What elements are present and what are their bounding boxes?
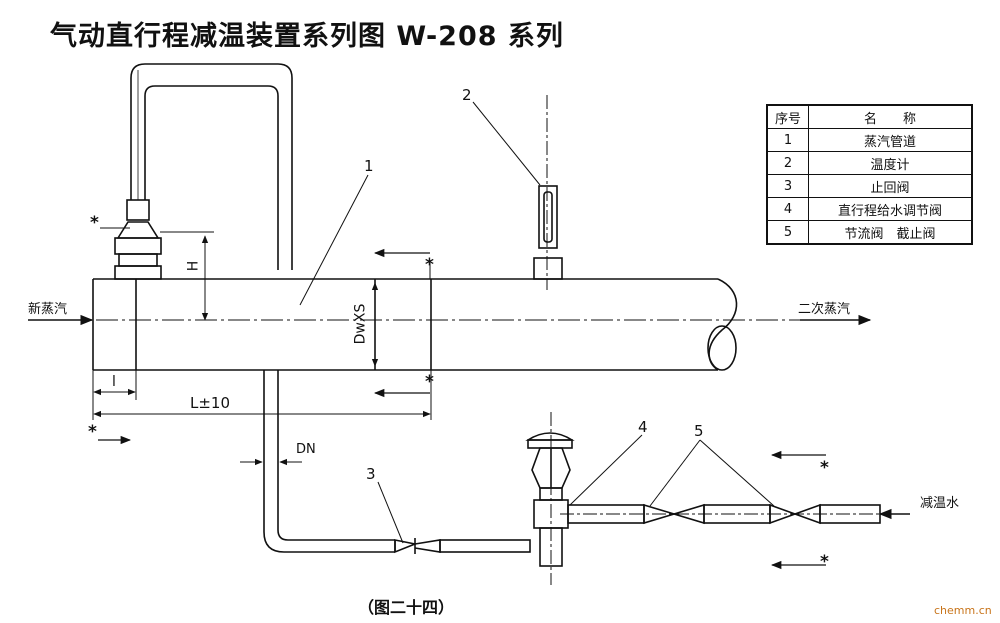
legend-name: 止回阀 (808, 174, 973, 198)
callout-5: 5 (694, 422, 704, 440)
legend-name: 节流阀 截止阀 (808, 220, 973, 245)
legend-header-row: 序号 名 称 (766, 104, 973, 129)
table-row: 2 温度计 (766, 151, 973, 175)
outlet-steam-label: 二次蒸汽 (798, 302, 851, 317)
control-valve (525, 412, 575, 585)
section-mark-1: * (90, 213, 99, 233)
section-mark-3: * (425, 372, 434, 392)
callout-2: 2 (462, 86, 472, 104)
dimension-lines (92, 231, 432, 466)
legend-no: 2 (766, 151, 809, 175)
section-mark-4: * (88, 422, 97, 442)
callout-4: 4 (638, 418, 648, 436)
section-mark-5: * (820, 458, 829, 478)
dimension-h-label: H (185, 260, 202, 272)
section-mark-6: * (820, 552, 829, 572)
legend-name: 直行程给水调节阀 (808, 197, 973, 221)
dimension-l-label: l (112, 374, 116, 390)
legend-header-name: 名 称 (808, 104, 973, 129)
legend-no: 3 (766, 174, 809, 198)
table-row: 3 止回阀 (766, 174, 973, 198)
parts-legend-table: 序号 名 称 1 蒸汽管道 2 温度计 3 止回阀 4 直行程给水调节阀 5 节… (766, 104, 973, 245)
thermometer (533, 95, 563, 290)
legend-header-no: 序号 (766, 104, 809, 129)
callout-3: 3 (366, 465, 376, 483)
section-mark-2: * (425, 255, 434, 275)
check-valve (394, 538, 531, 554)
steam-pipe (92, 278, 738, 371)
legend-no: 4 (766, 197, 809, 221)
page-title: 气动直行程减温装置系列图 W-208 系列 (50, 21, 564, 52)
legend-name: 温度计 (808, 151, 973, 175)
cooling-water-label: 减温水 (920, 496, 960, 511)
legend-no: 5 (766, 220, 809, 245)
nozzle-assembly (114, 199, 162, 280)
table-row: 5 节流阀 截止阀 (766, 220, 973, 245)
table-row: 1 蒸汽管道 (766, 128, 973, 152)
legend-no: 1 (766, 128, 809, 152)
water-line-valves (560, 503, 900, 525)
watermark: chemm.cn (934, 604, 992, 617)
legend-name: 蒸汽管道 (808, 128, 973, 152)
inlet-steam-label: 新蒸汽 (28, 302, 68, 317)
dimension-dn-label: DN (296, 442, 316, 457)
figure-caption: （图二十四） (358, 598, 455, 617)
dimension-length-label: L±10 (190, 394, 231, 412)
callout-1: 1 (364, 157, 374, 175)
table-row: 4 直行程给水调节阀 (766, 197, 973, 221)
dimension-dw-label: DwXS (352, 303, 369, 345)
